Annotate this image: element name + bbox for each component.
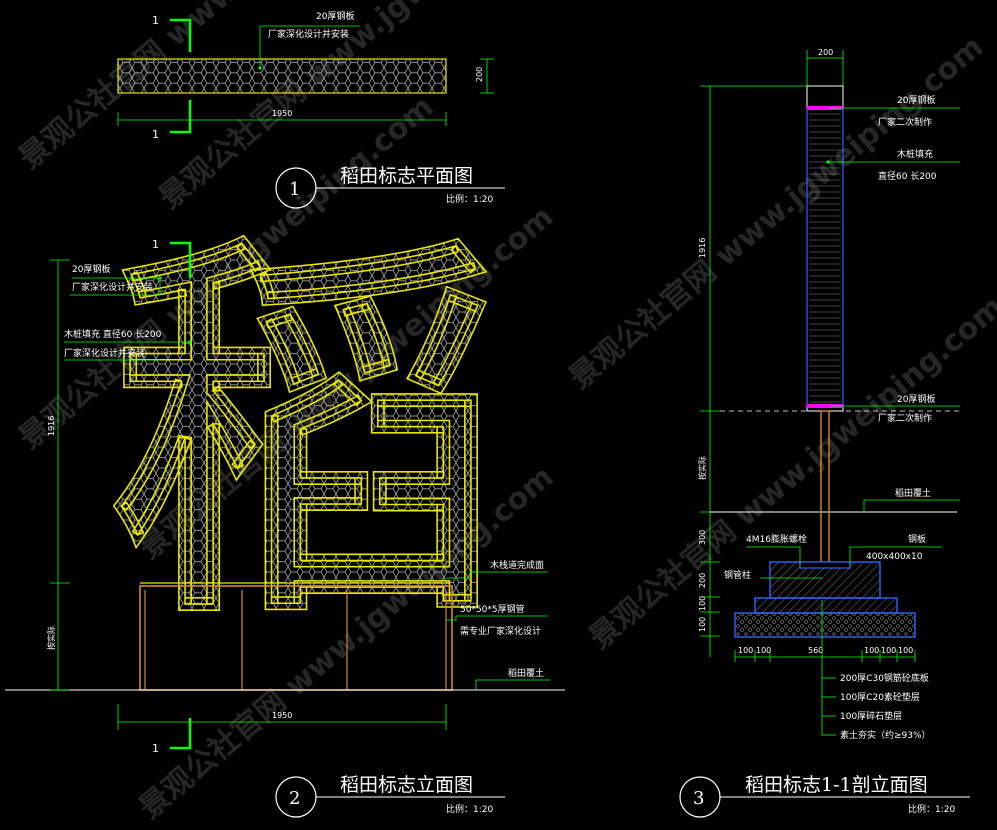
sect-dim-below: 按实际 — [697, 456, 707, 480]
sect-note-pipe: 钢管柱 — [724, 569, 751, 581]
sect-note-plate-top: 20厚钢板 — [897, 94, 935, 106]
elev-section-mark-top: 1 — [152, 238, 159, 251]
elev-title: 稻田标志立面图 — [340, 774, 473, 796]
sect-note-plate-top-make: 厂家二次制作 — [878, 116, 932, 128]
plan-view: 1 1 20厚钢板 厂家深化设计并安装 1950 200 1 稻田标志平面图 比… — [117, 10, 505, 209]
sect-plate-top — [807, 106, 843, 110]
elev-note-pipe-design: 需专业厂家深化设计 — [460, 625, 541, 637]
sect-bottom-dim-6: 100 — [898, 646, 913, 655]
elevation-view: 稻 稻 1 1 20厚钢板 厂家深化设计并安装 木桩填充 直径60 长200 厂… — [5, 201, 565, 818]
sect-layer-3: 100厚碎石垫层 — [840, 710, 902, 722]
elev-dim-width: 1950 — [272, 711, 292, 720]
sect-bottom-dim-4: 100 — [864, 646, 879, 655]
sect-layer-4: 素土夯实（约≥93%） — [840, 729, 931, 741]
sect-note-soil: 稻田覆土 — [895, 487, 931, 499]
plan-sign-outline — [117, 58, 447, 94]
sect-title: 稻田标志1-1剖立面图 — [745, 774, 928, 796]
sect-dim-height: 1916 — [698, 238, 707, 258]
sect-dim-300: 300 — [698, 530, 707, 545]
plan-title: 稻田标志平面图 — [340, 165, 473, 187]
sect-note-wood-size: 直径60 长200 — [878, 170, 937, 182]
plan-dim-depth: 200 — [475, 67, 484, 82]
sect-note-steel-plate: 钢板 — [908, 533, 926, 545]
elev-dim-below: 按实际 — [46, 626, 56, 650]
plan-dim-width: 1950 — [272, 109, 292, 118]
elev-section-mark-bottom: 1 — [152, 742, 159, 755]
sect-dim-100a: 100 — [698, 596, 707, 611]
elev-note-steel: 20厚钢板 — [72, 263, 110, 275]
sect-bottom-dim-2: 100 — [756, 646, 771, 655]
plan-note-steel: 20厚钢板 — [316, 10, 354, 22]
elev-note-wood: 木桩填充 直径60 长200 — [64, 328, 162, 340]
sect-note-plate-bottom-make: 厂家二次制作 — [878, 412, 932, 424]
plan-section-mark-top: 1 — [152, 14, 159, 27]
sect-dim-200: 200 — [698, 573, 707, 588]
plan-section-mark-bottom: 1 — [152, 128, 159, 141]
sect-dim-100b: 100 — [698, 617, 707, 632]
sect-scale: 比例：1:20 — [908, 803, 955, 815]
sect-note-plate-bottom: 20厚钢板 — [897, 393, 935, 405]
elevation-character-outline: 稻 — [108, 202, 503, 666]
sect-note-steel-plate-size: 400x400x10 — [866, 552, 923, 562]
elev-note-pipe: 50*50*5厚钢管 — [460, 603, 525, 615]
sect-gravel-bed — [734, 612, 916, 638]
plan-title-number: 1 — [289, 179, 300, 200]
elevation-character-fill: 稻 — [108, 202, 503, 666]
plan-note-install: 厂家深化设计并安装 — [268, 28, 349, 40]
sect-column — [806, 85, 844, 412]
elev-note-wood-install: 厂家深化设计并安装 — [64, 347, 145, 359]
sect-layer-1: 200厚C30钢筋砼底板 — [840, 672, 929, 684]
sect-note-wood: 木桩填充 — [897, 148, 933, 160]
sect-concrete-pad — [754, 597, 898, 614]
elev-dim-height: 1916 — [47, 416, 56, 436]
elev-scale: 比例：1:20 — [446, 803, 493, 815]
sect-title-number: 3 — [693, 788, 704, 809]
sect-plate-bottom — [807, 404, 843, 408]
sect-note-bolt: 4M16膨胀螺栓 — [746, 533, 807, 545]
section-view: 200 20厚钢板 厂家二次制作 木桩填充 直径60 长200 20厚钢板 厂家… — [679, 48, 970, 818]
sect-dim-top: 200 — [818, 48, 833, 57]
sect-bottom-dim-5: 100 — [881, 646, 896, 655]
sect-bottom-dim-3: 560 — [808, 646, 823, 655]
elev-note-platform: 木栈道完成面 — [490, 559, 544, 571]
sect-bottom-dim-1: 100 — [738, 646, 753, 655]
sect-wood-fill — [809, 113, 841, 403]
sect-layer-2: 100厚C20素砼垫层 — [840, 691, 920, 703]
elev-note-steel-install: 厂家深化设计并安装 — [72, 281, 153, 293]
elev-note-soil: 稻田覆土 — [508, 667, 544, 679]
plan-scale: 比例：1:20 — [446, 193, 493, 205]
elev-title-number: 2 — [289, 788, 300, 809]
